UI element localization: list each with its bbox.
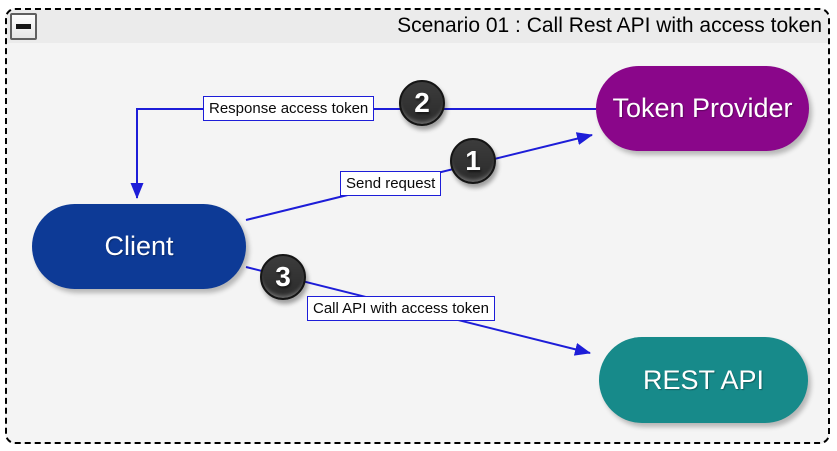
edge-label-call: Call API with access token (307, 296, 495, 321)
edge-label-request: Send request (340, 171, 442, 196)
node-token-provider: Token Provider (596, 66, 809, 151)
step-badge-3: 3 (260, 254, 306, 300)
title-bar: Scenario 01 : Call Rest API with access … (7, 10, 828, 43)
node-rest-api: REST API (599, 337, 808, 423)
collapse-button[interactable] (10, 13, 37, 40)
node-client: Client (32, 204, 246, 289)
diagram-title: Scenario 01 : Call Rest API with access … (397, 14, 822, 37)
edge-label-response: Response access token (203, 96, 375, 121)
minus-icon (16, 24, 31, 29)
step-badge-1: 1 (450, 138, 496, 184)
step-badge-2: 2 (399, 80, 445, 126)
